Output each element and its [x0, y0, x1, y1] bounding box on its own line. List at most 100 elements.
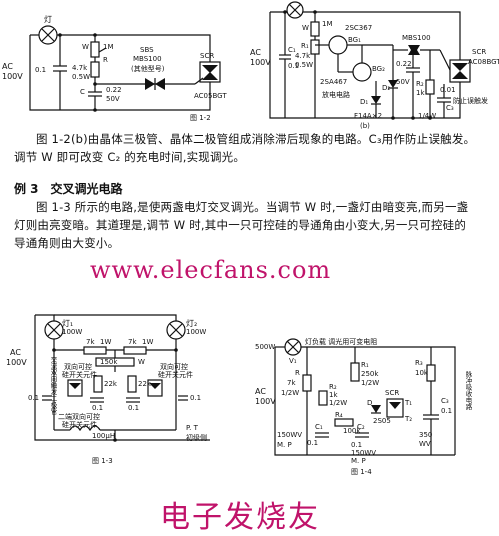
- para1-line1: 图 1-2(b)由晶体三极管、晶体二极管组成消除滞后现象的电路。C₃用作防止误触…: [36, 132, 476, 146]
- para2-line3: 导通角则由大变小。: [14, 236, 120, 250]
- fig-b-ac: AC: [250, 48, 261, 57]
- fig3-lamp1-w: 100W: [62, 328, 83, 336]
- fig-b-c1: C₁: [288, 46, 296, 54]
- fig4-t2: T₂: [405, 415, 413, 423]
- fig-a-sbs-note: (其他型号): [131, 65, 165, 73]
- fig4-ac: AC: [255, 387, 266, 396]
- fig3-c-mid-a: 0.1: [92, 404, 104, 412]
- fig4-ac-volts: 100V: [255, 397, 276, 406]
- fig4-c2-val: 0.1: [351, 441, 363, 449]
- fig-b-scr: SCR: [472, 48, 487, 56]
- fig-b-r2-val: 1k: [416, 89, 425, 97]
- fig4-r3: R₃: [415, 359, 423, 367]
- fig-b-ac-volts: 100V: [250, 58, 271, 67]
- fig-b-bg1: BG₁: [348, 36, 361, 44]
- para2-line2: 灯则由亮变暗。其道理是,调节 W 时,其中一只可控硅的导通角由小变大,另一只可控…: [14, 218, 467, 232]
- fig3-r7k-right: 7k: [128, 338, 137, 346]
- watermark-url: www.elecfans.com: [90, 256, 332, 284]
- fig-a-c: C: [80, 88, 85, 96]
- fig4-c1: C₁: [315, 423, 323, 431]
- fig4-c2-volt: 150WV: [351, 449, 377, 457]
- fig-a-w-val: 1M: [103, 43, 114, 51]
- fig-b-c2-volt: 50V: [396, 78, 410, 86]
- footer-brand: 电子发烧友: [160, 500, 320, 535]
- fig3-ac: AC: [10, 348, 21, 357]
- fig3-sw-left-a: 双向可控: [64, 363, 92, 371]
- fig3-inductor: 100μH: [92, 432, 116, 440]
- fig-b-q1: 2SC367: [345, 24, 373, 32]
- fig4-r4-val: 100k: [343, 427, 361, 435]
- fig-b-labels: AC 100V C₁ 0.1 W 1M R₁ 4.7k 0.5W 2SC367 …: [250, 0, 499, 130]
- fig3-pt: P. T: [186, 424, 198, 432]
- fig-a-ac-volts: 100V: [2, 72, 23, 81]
- fig-b-d1: D₁: [360, 98, 369, 106]
- fig3-r22k-b: 22k: [138, 380, 151, 388]
- fig4-c1-val: 0.1: [307, 439, 319, 447]
- fig-b-r1: R₁: [301, 42, 309, 50]
- fig3-bottom-a: 二端双向可控: [58, 413, 100, 421]
- para2-line1: 图 1-3 所示的电路,是使两盏电灯交叉调光。当调节 W 时,一盏灯由暗变亮,而…: [36, 200, 469, 214]
- fig4-r1-val: 250k: [361, 370, 379, 378]
- fig3-caption: 图 1-3: [92, 457, 113, 465]
- fig-a-r: R: [103, 56, 108, 64]
- fig-b-mbs: MBS100: [402, 34, 431, 42]
- fig-b-c3-val: 0.01: [440, 86, 456, 94]
- fig4-r2-val: 1k: [329, 391, 338, 399]
- fig4-lamp-w: 500W: [255, 343, 276, 351]
- fig3-r22k-a: 22k: [104, 380, 117, 388]
- fig4-r2-pw: 1/2W: [329, 399, 348, 407]
- fig-4-labels: 500W 灯负载 调光用可变电阻 V₁ R 7k 1/2W R₂ 1k 1/2W…: [255, 335, 495, 476]
- fig4-mp2: M. P: [351, 457, 366, 465]
- fig3-r1w-right: 1W: [142, 338, 154, 346]
- fig-b-r2: R₂: [416, 80, 424, 88]
- fig-b-c3: C₃: [446, 104, 454, 112]
- fig-a-c1: 0.1: [35, 66, 47, 74]
- fig4-c3-val: 0.1: [441, 407, 453, 415]
- fig-b-q2: 2SA467: [320, 78, 348, 86]
- fig4-r1-pw: 1/2W: [361, 379, 380, 387]
- fig4-scr: SCR: [385, 389, 400, 397]
- fig4-c3: C₃: [441, 397, 449, 405]
- fig-a-sbs: SBS: [140, 46, 154, 54]
- fig4-pulse: 脉冲吸收电路: [464, 371, 472, 410]
- fig4-t1: T₁: [405, 399, 413, 407]
- fig3-r1w-left: 1W: [100, 338, 112, 346]
- fig4-r2: R₂: [329, 383, 337, 391]
- fig3-sw-right-b: 硅开关元件: [158, 371, 193, 379]
- fig-b-w-val: 1M: [322, 20, 333, 28]
- fig3-pot: 150k: [100, 358, 118, 366]
- fig-b-c2: 0.22: [396, 60, 412, 68]
- fig3-lamp2-w: 100W: [186, 328, 207, 336]
- fig4-r-left: R: [295, 369, 300, 377]
- fig3-bottom-b: 硅开关元件: [62, 421, 97, 429]
- fig4-r3-val: 10k: [415, 369, 428, 377]
- caption-fig-1-2-a: 图 1-2: [190, 114, 211, 122]
- fig-a-c-volt: 50V: [106, 95, 120, 103]
- para1-line2: 调节 W 即可改变 C₂ 的充电时间,实现调光。: [14, 150, 246, 164]
- fig-a-c-val: 0.22: [106, 86, 122, 94]
- figure-1-2-b-schematic: [269, 1, 471, 120]
- fig-3-labels: AC 100V 灯₁ 100W 灯₂ 100W 7k 1W 7k 1W 150k…: [0, 300, 240, 470]
- fig3-ac-volts: 100V: [6, 358, 27, 367]
- fig-b-r1-power: 0.5W: [295, 61, 314, 69]
- fig-a-r-power: 0.5W: [72, 73, 91, 81]
- example-heading: 例 3 交叉调光电路: [14, 182, 123, 196]
- fig-b-caption: (b): [360, 122, 370, 130]
- paragraph-fig-1-2-description: 图 1-2(b)由晶体三极管、晶体二极管组成消除滞后现象的电路。C₃用作防止误触…: [14, 130, 492, 166]
- fig-a-scr-part: AC05BGT: [194, 92, 227, 100]
- lamp-icon: [286, 1, 304, 19]
- fig-a-r-val: 4.7k: [72, 64, 88, 72]
- fig4-v1: V₁: [289, 357, 297, 365]
- fig3-lamp2: 灯₂: [186, 319, 198, 328]
- fig3-sw-left-b: 硅开关元件: [62, 371, 97, 379]
- fig-b-bg2: BG₂: [372, 65, 385, 73]
- fig-b-bleed: 放电电路: [322, 91, 350, 99]
- figure-1-4-schematic: [274, 338, 456, 456]
- fig4-d-part: 2S05: [373, 417, 391, 425]
- fig4-r1: R₁: [361, 361, 369, 369]
- fig4-r-left-val: 7k: [287, 379, 296, 387]
- fig4-lamp-label: 灯负载 调光用可变电阻: [305, 338, 378, 346]
- fig-a-lamp: 灯: [44, 15, 52, 24]
- figure-1-3-schematic: [34, 314, 210, 442]
- fig-b-r1-val: 4.7k: [295, 52, 311, 60]
